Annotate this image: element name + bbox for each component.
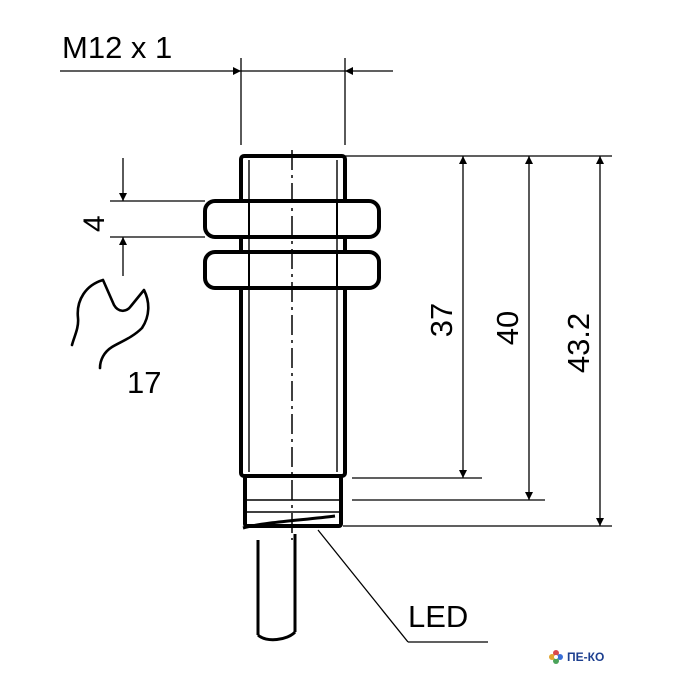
nut-thickness-dimension [110, 158, 205, 276]
wrench-size-label: 17 [127, 365, 161, 400]
nut-thickness-label: 4 [78, 215, 111, 232]
cable [242, 514, 336, 642]
dimension-40-label: 40 [490, 311, 525, 345]
flower-logo-icon [549, 650, 563, 664]
dimension-43-2-label: 43.2 [561, 313, 596, 373]
length-extension-lines [343, 155, 612, 527]
thread-dimension: M12 x 1 [60, 30, 393, 145]
led-label: LED [408, 599, 468, 634]
watermark: ПЕ-КО [548, 648, 604, 666]
thread-label: M12 x 1 [62, 30, 172, 65]
wrench-icon [70, 278, 150, 370]
led-leader [317, 529, 488, 643]
watermark-text: ПЕ-КО [567, 650, 605, 664]
dimension-37-label: 37 [424, 303, 459, 337]
